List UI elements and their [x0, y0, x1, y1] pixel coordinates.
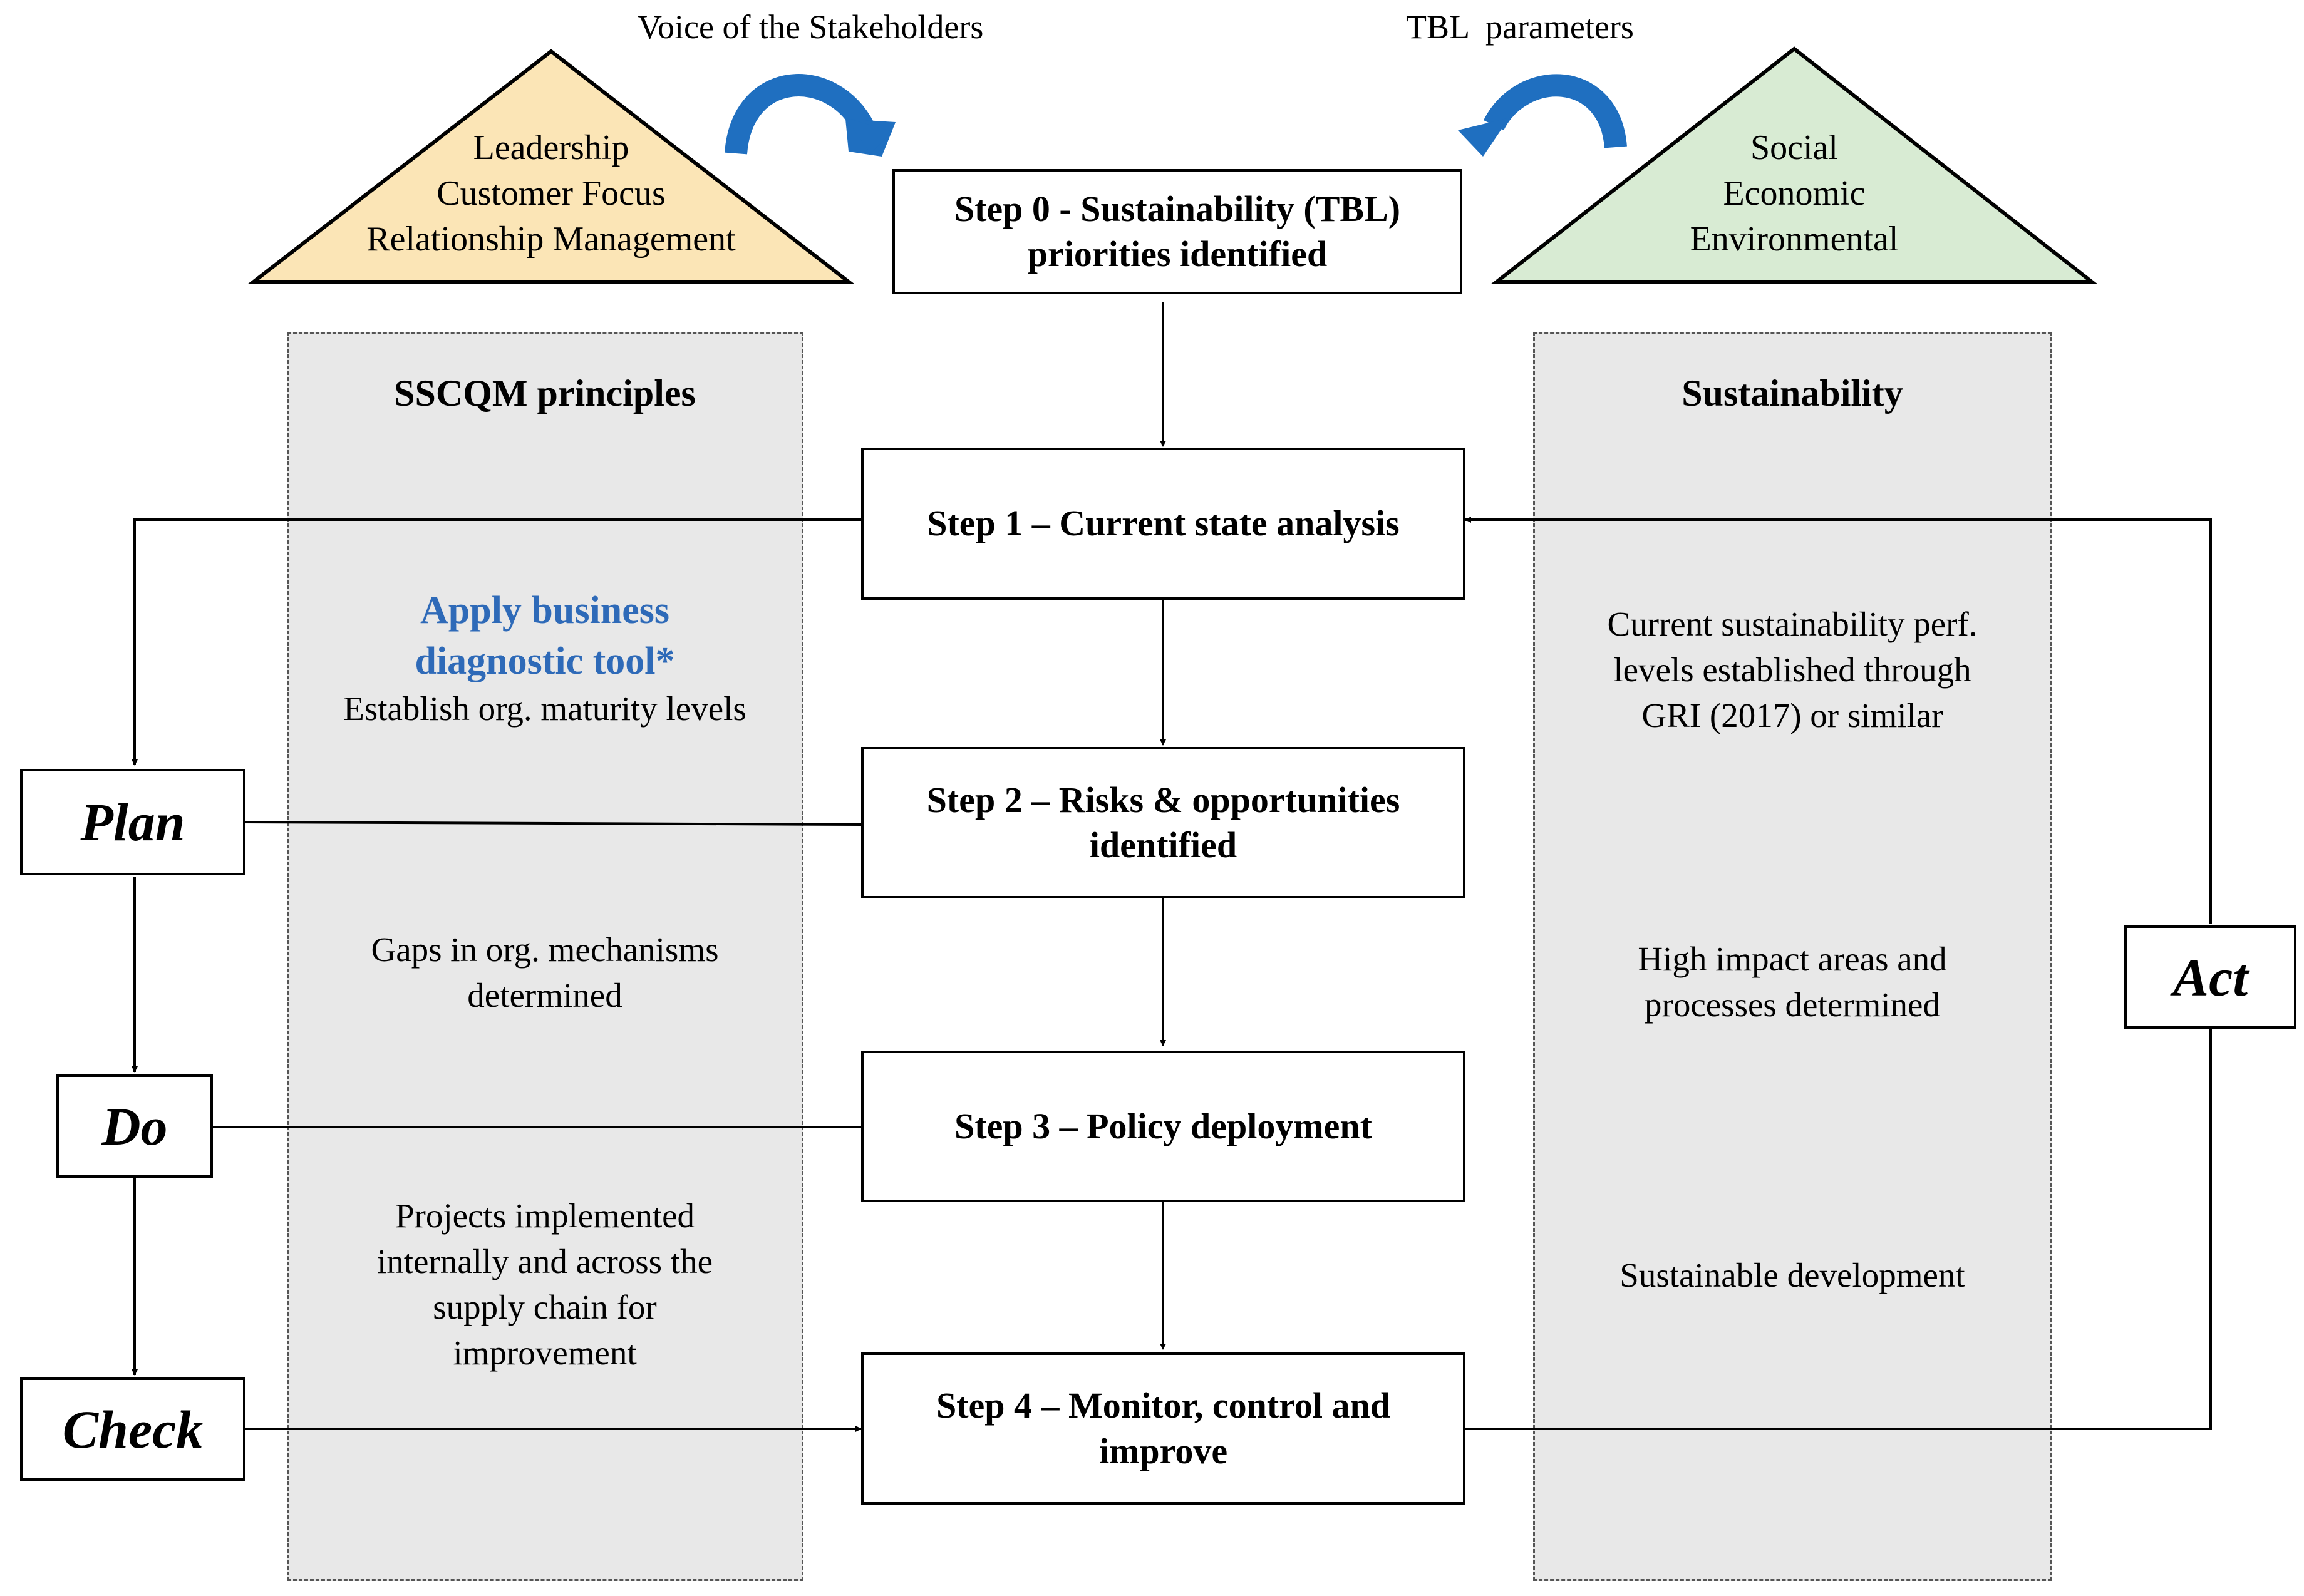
step3-box: Step 3 – Policy deployment [861, 1051, 1465, 1202]
check-box: Check [20, 1377, 245, 1481]
act-box: Act [2124, 925, 2296, 1029]
sustainability-column [1533, 332, 2052, 1581]
curved-arrow-icon [725, 74, 896, 157]
text-line: GRI (2017) or similar [1641, 696, 1943, 735]
step4-box: Step 4 – Monitor, control and improve [861, 1352, 1465, 1505]
sscqm-principles-column [287, 332, 803, 1581]
step2-box: Step 2 – Risks & opportunities identifie… [861, 747, 1465, 898]
high-impact-text: High impact areas and processes determin… [1534, 936, 2050, 1027]
text-line: determined [467, 976, 622, 1015]
step-line: priorities identified [1027, 234, 1328, 274]
arrow-step1-to-plan [132, 518, 861, 766]
text-line: Projects implemented [395, 1197, 695, 1235]
text-line: Gaps in org. mechanisms [371, 930, 719, 969]
step1-box: Step 1 – Current state analysis [861, 448, 1465, 600]
do-box: Do [56, 1074, 213, 1178]
step-line: identified [1089, 825, 1237, 865]
triangle-line: Relationship Management [366, 219, 736, 259]
step-line: Step 4 – Monitor, control and [936, 1385, 1391, 1426]
text-line: supply chain for [433, 1288, 657, 1327]
right-triangle [1491, 46, 2097, 284]
voice-of-stakeholders-label: Voice of the Stakeholders [638, 8, 984, 46]
line-plan-step2 [242, 821, 862, 826]
apply-diagnostic-tool-text: Apply business diagnostic tool* [288, 585, 802, 686]
maturity-levels-text: Establish org. maturity levels [343, 689, 746, 728]
accent-line: diagnostic tool* [415, 639, 675, 682]
text-line: processes determined [1645, 986, 1940, 1024]
text-line: High impact areas and [1638, 940, 1947, 978]
triangle-line: Economic [1723, 173, 1866, 213]
gaps-text: Gaps in org. mechanisms determined [288, 927, 802, 1018]
triangle-line: Customer Focus [437, 173, 666, 213]
text-line: levels established through [1613, 651, 1971, 689]
text-line: improvement [453, 1334, 637, 1372]
left-triangle [248, 49, 854, 284]
tbl-parameters-label: TBL parameters [1406, 8, 1634, 46]
triangle-line: Environmental [1690, 219, 1899, 259]
plan-box: Plan [20, 769, 245, 875]
step-line: improve [1098, 1430, 1228, 1471]
text-line: Current sustainability perf. [1607, 605, 1978, 643]
step-line: Step 2 – Risks & opportunities [926, 779, 1400, 820]
right-triangle-text: Social Economic Environmental [1541, 125, 2048, 262]
sustainability-perf-text: Current sustainability perf. levels esta… [1534, 601, 2050, 738]
triangle-line: Leadership [473, 128, 629, 167]
triangle-line: Social [1750, 128, 1838, 167]
text-line: internally and across the [376, 1242, 713, 1281]
accent-line: Apply business [420, 589, 670, 632]
step-line: Step 3 – Policy deployment [954, 1105, 1372, 1146]
sustainable-development-text: Sustainable development [1620, 1256, 1965, 1294]
sustainability-header: Sustainability [1682, 373, 1903, 414]
left-triangle-text: Leadership Customer Focus Relationship M… [294, 125, 808, 262]
line-step4-to-act [1462, 1028, 2212, 1430]
curved-arrow-icon [1458, 74, 1627, 157]
step-line: Step 0 - Sustainability (TBL) [954, 188, 1401, 229]
sscqm-principles-header: SSCQM principles [394, 373, 696, 414]
projects-text: Projects implemented internally and acro… [288, 1193, 802, 1376]
arrow-act-to-step1 [1465, 517, 2212, 924]
step-line: Step 1 – Current state analysis [927, 503, 1400, 544]
step0-box: Step 0 - Sustainability (TBL) priorities… [892, 169, 1462, 294]
